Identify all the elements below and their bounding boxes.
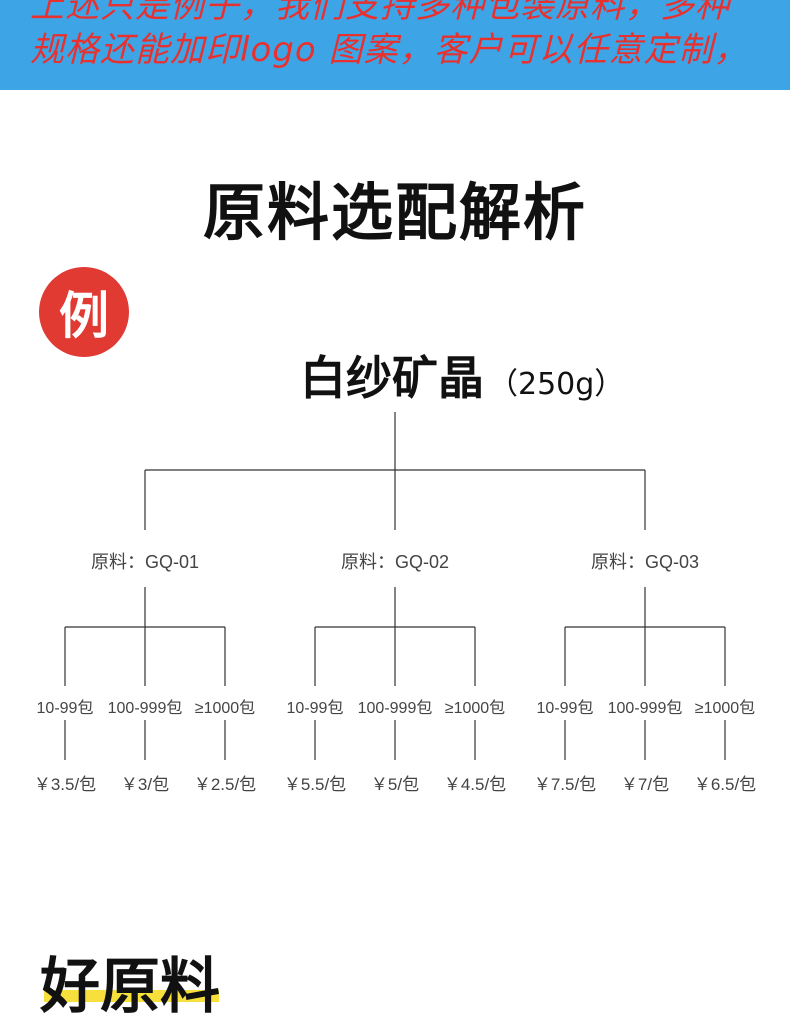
product-title: 白纱矿晶（250g） — [300, 342, 624, 408]
quantity-tier-label: ≥1000包 — [694, 700, 756, 717]
banner-text-line-1: 上述只是例子，我们支持多种包装原料，多种 — [30, 0, 730, 26]
banner-text-line-2: 规格还能加印logo 图案，客户可以任意定制， — [30, 30, 749, 70]
section-title: 原料选配解析 — [202, 176, 587, 249]
material-label: 原料：GQ-01 — [90, 552, 200, 572]
quantity-tier-label: ≥1000包 — [194, 700, 256, 717]
quantity-tier-label: 100-999包 — [357, 700, 433, 717]
material-label: 原料：GQ-02 — [340, 552, 450, 572]
quantity-tier-label: 10-99包 — [286, 700, 344, 717]
unit-price-label: ￥5/包 — [370, 775, 420, 794]
quantity-tier-label: ≥1000包 — [444, 700, 506, 717]
quantity-tier-label: 10-99包 — [36, 700, 94, 717]
unit-price-label: ￥3/包 — [120, 775, 170, 794]
product-name: 白纱矿晶 — [300, 351, 484, 405]
pricing-tree-lines — [64, 412, 726, 760]
quantity-tier-label: 100-999包 — [607, 700, 683, 717]
unit-price-label: ￥5.5/包 — [283, 775, 347, 794]
material-label: 原料：GQ-03 — [590, 552, 700, 572]
quantity-tier-label: 100-999包 — [107, 700, 183, 717]
unit-price-label: ￥4.5/包 — [443, 775, 507, 794]
top-banner: 上述只是例子，我们支持多种包装原料，多种 规格还能加印logo 图案，客户可以任… — [0, 0, 790, 90]
example-badge: 例 — [39, 267, 129, 357]
unit-price-label: ￥7/包 — [620, 775, 670, 794]
footer-title: 好原料 — [40, 952, 220, 1022]
unit-price-label: ￥6.5/包 — [693, 775, 757, 794]
unit-price-label: ￥2.5/包 — [193, 775, 257, 794]
footer-title-underline — [44, 990, 219, 1002]
unit-price-label: ￥3.5/包 — [33, 775, 97, 794]
product-weight: （250g） — [488, 367, 625, 402]
unit-price-label: ￥7.5/包 — [533, 775, 597, 794]
quantity-tier-label: 10-99包 — [536, 700, 594, 717]
